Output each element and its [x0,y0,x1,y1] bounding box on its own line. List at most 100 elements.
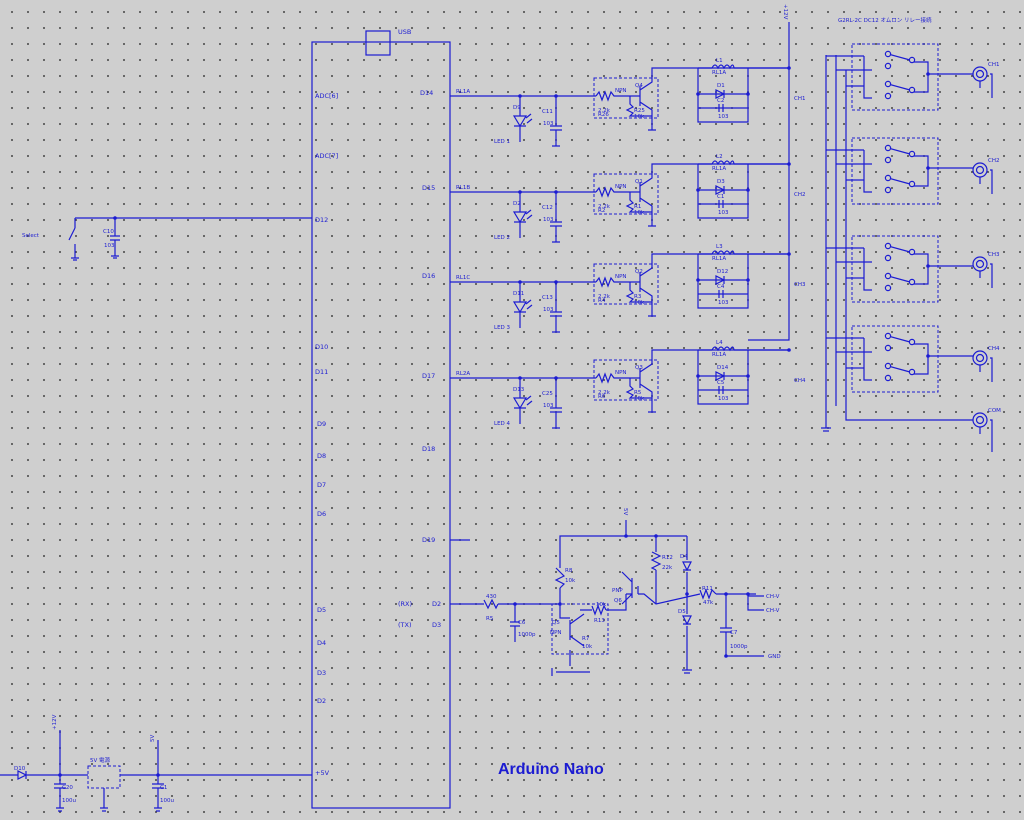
select-cap-name: C10 [103,229,114,235]
channel-rbase-name: R6 [598,394,606,400]
channel-node [518,376,522,380]
channel-c-val: 103 [718,114,729,120]
channel-base-resistor [595,276,640,288]
channel-transistor [625,253,790,317]
jack-inner [975,165,985,175]
channel-c-val: 103 [718,396,729,402]
out-r7-name: R7 [582,636,590,642]
pin-d16: D16 [422,272,435,280]
jack-ch3[interactable]: CH3 [972,252,1000,288]
channel-node [518,94,522,98]
channel-ch-label: CH1 [794,96,805,102]
channel-led-label: LED 2 [494,235,510,241]
channel-node [696,278,700,282]
channel-npn-label: NPN [615,370,627,376]
power-v12-label: +12V [52,714,58,730]
relay-contact-pin [908,368,916,376]
relay-contact-pin [884,50,892,58]
channel-node [696,188,700,192]
out-r-in-val: 430 [486,594,497,600]
out-r12-name: R12 [662,555,673,561]
pin-d10: D10 [315,343,328,351]
relay-block-3 [826,235,980,303]
select-switch[interactable] [68,218,79,261]
tx-label: (TX) [398,621,412,629]
jack-com[interactable]: COM [972,408,1001,452]
out-npn-label: NPN [550,630,562,636]
relay-contact-pin [908,248,916,256]
out-q5-name: Q5 [552,620,560,626]
channel-driver-box [593,263,659,305]
channel-coil-val: RL1A [712,352,726,358]
channel-snubber-cap [718,104,724,112]
channel-led [512,204,533,228]
relay-contact-pin [884,92,892,100]
out-d4-name: D4 [680,554,688,560]
relay-contact-pin [908,56,916,64]
relay-contact-pin [884,254,892,262]
jack-ch2[interactable]: CH2 [972,158,999,194]
jack-ground [979,169,993,194]
pin-d18: D18 [422,445,435,453]
relay-contact-pin [908,278,916,286]
channel-driver-box [593,77,659,119]
power-reg-label: 5V 電源 [90,756,111,764]
relay-block-1 [826,43,980,111]
out-r8-name: R8 [565,568,573,574]
relay-contact-pin [884,174,892,182]
channel-coil-name: L2 [716,154,723,160]
relay-contact-wiring [826,53,980,99]
channel-flyback-diode [715,275,726,285]
pin-d5: D5 [317,606,326,614]
channel-driver-box [593,359,659,401]
pin-d8: D8 [317,452,326,460]
power-c1-name: C1 [160,785,167,791]
jack-label: CH3 [988,252,1000,258]
power-v5-label: 5V [150,735,156,742]
channel-coil-name: L3 [716,244,723,250]
channel-c-name: C2 [717,98,724,104]
channel-coil-val: RL1A [712,70,726,76]
out-port-1[interactable]: CH-V [766,594,780,600]
channel-net-label: RL1C [456,275,470,281]
relay-contact-pin [884,62,892,70]
relay-contact-pin [884,344,892,352]
relay-outline [851,325,939,393]
relay-contact-pin [884,272,892,280]
channel-node [787,252,791,256]
channel-node [554,280,558,284]
channel-c-name: C1 [717,194,724,200]
jack-ch4[interactable]: CH4 [972,346,1000,382]
out-c7-name: C7 [730,630,738,636]
out-r11-val: 47k [703,600,714,606]
relay-contact-pin [884,284,892,292]
out-r-in-name: R5 [486,616,494,622]
pin-adc7: ADC[7] [315,152,338,160]
pin-rx-d2: D2 [432,600,441,608]
channel-node [746,92,750,96]
pin-d14: D14 [420,89,433,97]
channel-signal-wire [450,95,596,147]
pin-d12: D12 [315,216,328,224]
channel-led-label: LED 3 [494,325,511,331]
jack-inner [975,69,985,79]
power-c20-val: 100u [62,798,76,804]
channel-transistor [625,163,790,227]
channel-transistor [625,67,790,131]
out-port-2[interactable]: CH-V [766,608,780,614]
channel-fd-name: D1 [717,83,725,89]
jack-ch1[interactable]: CH1 [972,62,999,98]
jack-ground [979,357,993,382]
relay-node [926,264,930,268]
channel-rbase-name: R26 [598,112,609,118]
channel-led-name: D11 [513,291,524,297]
channel-cap-name: C13 [542,295,553,301]
channel-rbase-val: 2.2k [598,294,611,300]
out-gnd-label: GND [768,654,781,660]
relay-contact-pin [884,186,892,194]
channel-rpd-name: R3 [634,294,642,300]
